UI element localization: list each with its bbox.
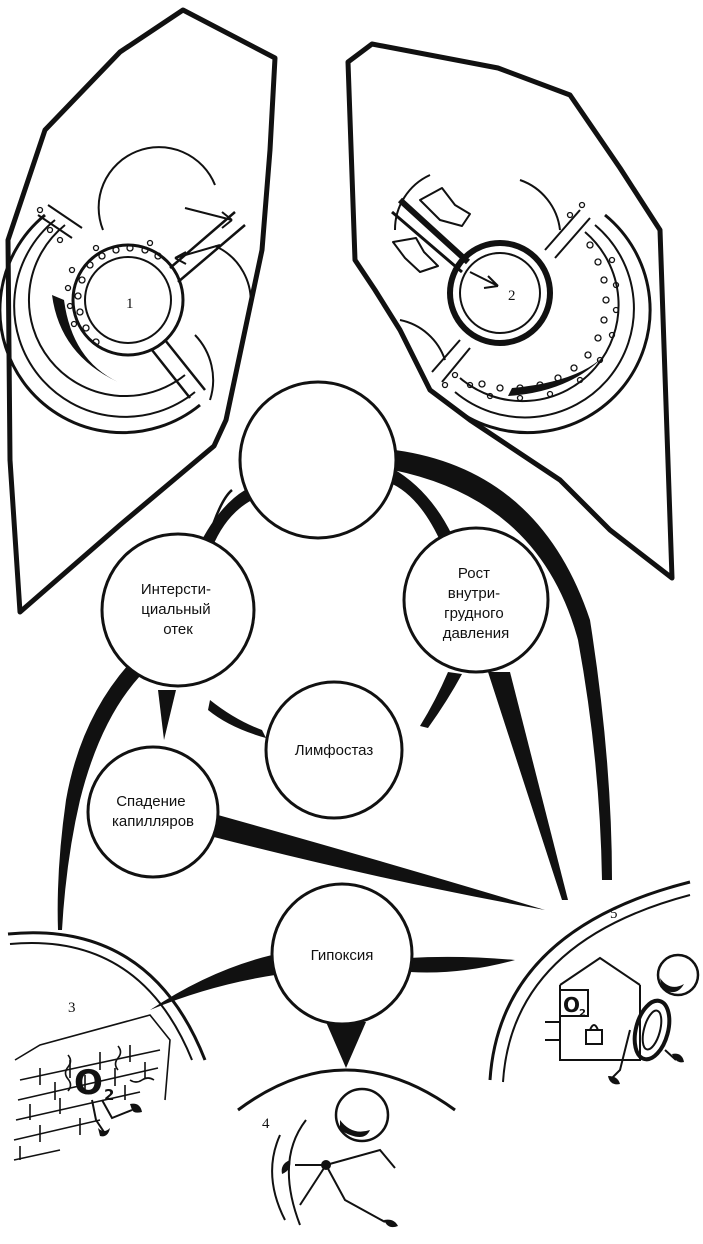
hypoxia-label: Гипоксия [311, 947, 374, 964]
hypoxia-to-left-corner [150, 955, 275, 1010]
brick-o2-subscript: 2 [104, 1086, 114, 1104]
upper-circle-to-pressure [388, 468, 452, 545]
marker-3: 3 [68, 1000, 76, 1016]
connectors [57, 450, 612, 1068]
marker-1: 1 [126, 296, 134, 312]
interstitial-line-3: отек [163, 621, 193, 638]
node-intrathoracic-pressure: Рост внутри- грудного давления [402, 526, 550, 674]
pressure-to-right-corner [488, 672, 568, 900]
upper-circle-to-right-corner [393, 450, 612, 880]
brick-o2-letter: O [74, 1063, 103, 1103]
right-lung-outline [345, 41, 675, 581]
marker-2: 2 [508, 288, 516, 304]
o2-character-legs [91, 1099, 133, 1133]
capillary-line-2: капилляров [112, 813, 194, 830]
pressure-line-1: Рост [458, 565, 490, 582]
interstitial-to-left-corner [57, 665, 140, 930]
node-capillary-collapse: Спадение капилляров [86, 745, 220, 879]
svg-text:Спадение капилляров: Спадение капилляров [112, 793, 194, 830]
marker-4: 4 [262, 1116, 270, 1132]
lungs [5, 7, 675, 615]
capillaries-to-right-corner [200, 810, 545, 910]
pressure-to-lymphostasis [420, 672, 462, 728]
alveolus-2-illustration [391, 174, 652, 435]
hypoxic-figure-panel [237, 1068, 456, 1228]
top-empty-circle [238, 380, 398, 540]
number-markers: 1 2 3 4 5 [68, 288, 618, 1132]
hypoxia-to-hypoxic-man [326, 1022, 366, 1068]
pressure-line-3: грудного [444, 605, 504, 622]
lymphostasis-label: Лимфостаз [295, 742, 374, 759]
interstitial-line-1: Интерсти- [141, 581, 211, 598]
brick-wall-panel: O 2 [7, 931, 207, 1161]
house-o2-subscript: 2 [579, 1008, 586, 1019]
interstitial-to-lymphostasis [208, 700, 266, 738]
pressure-line-4: давления [443, 625, 510, 642]
pressure-line-2: внутри- [448, 585, 500, 602]
svg-text:Интерсти- циальный: Интерсти- циальный отек [141, 581, 215, 638]
capillary-line-1: Спадение [116, 793, 185, 810]
left-lung-outline [5, 7, 278, 615]
interstitial-to-capillaries [158, 690, 176, 740]
svg-text:Рост внутри- грудн: Рост внутри- грудного давления [443, 565, 510, 642]
alveolus-1-illustration [0, 146, 252, 435]
interstitial-line-2: циальный [141, 601, 210, 618]
node-interstitial-edema: Интерсти- циальный отек [100, 532, 256, 688]
hypoxia-to-right-corner [408, 956, 515, 973]
o2-character-at-door [608, 953, 700, 1085]
node-lymphostasis: Лимфостаз [264, 680, 404, 820]
house-o2-letter: O [563, 993, 580, 1017]
locked-house-panel: O 2 [488, 880, 700, 1085]
marker-5: 5 [610, 906, 618, 922]
node-hypoxia: Гипоксия [270, 882, 414, 1026]
